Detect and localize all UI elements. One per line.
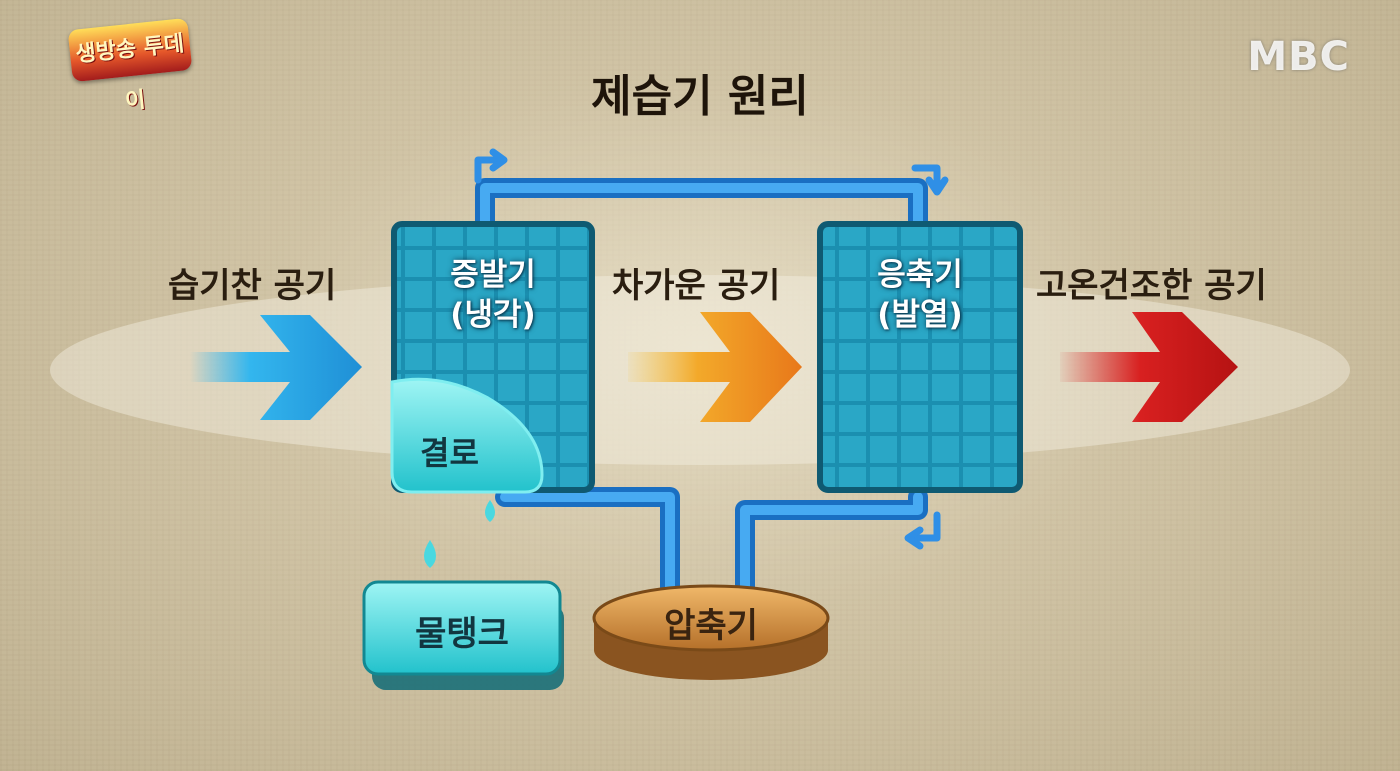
hot-dry-air-label: 고온건조한 공기 [1036, 266, 1267, 306]
water-drop-icon [485, 500, 495, 522]
cold-air-arrow [628, 312, 802, 422]
hot-dry-air-arrow [1060, 312, 1238, 422]
flow-arrow-icon [925, 176, 949, 196]
page-title: 제습기 원리 [591, 71, 809, 122]
flow-arrow-icon [489, 148, 508, 172]
water-drop-icon [424, 540, 436, 568]
evaporator-sub: (냉각) [450, 297, 536, 333]
condenser-coil [817, 221, 1023, 493]
cold-air-label: 차가운 공기 [612, 266, 781, 306]
compressor-label: 압축기 [664, 606, 758, 646]
humid-air-label: 습기찬 공기 [168, 266, 337, 306]
flow-arrow-icon [908, 511, 941, 542]
flow-arrow-icon [904, 526, 924, 550]
condensation-label: 결로 [420, 434, 479, 472]
broadcaster-logo: MBC [1247, 34, 1350, 80]
water-tank [362, 580, 562, 676]
condenser-name: 응축기 [877, 257, 963, 293]
left-bottom-pipe [495, 487, 680, 600]
flow-arrow-icon [911, 164, 941, 192]
evaporator-name: 증발기 [450, 257, 536, 293]
compressor-top [592, 584, 830, 652]
condensation-drop [390, 377, 544, 494]
condenser-label: 응축기 (발열) [820, 255, 1020, 335]
top-pipe [475, 178, 928, 235]
humid-air-arrow [190, 315, 362, 420]
water-tank-label: 물탱크 [415, 614, 509, 654]
evaporator-label: 증발기 (냉각) [394, 255, 592, 335]
condenser-sub: (발열) [877, 297, 963, 333]
flow-arrow-icon [474, 156, 504, 184]
